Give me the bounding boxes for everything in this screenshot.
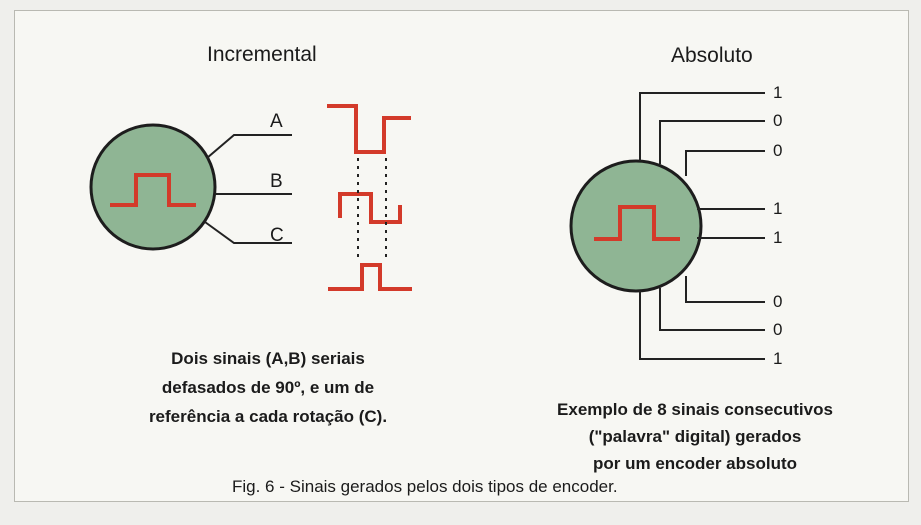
absolute-description-line: Exemplo de 8 sinais consecutivos [557, 400, 833, 419]
incremental-disc-pulse-icon [110, 173, 196, 207]
channel-a-label: A [270, 111, 283, 132]
channel-c-wire [204, 221, 292, 244]
absolute-description-line: ("palavra" digital) gerados [588, 427, 802, 446]
incremental-title: Incremental [207, 43, 317, 66]
absolute-description-line: por um encoder absoluto [592, 454, 798, 473]
absolute-bit-value: 1 [773, 228, 783, 247]
incremental-encoder-disc [89, 123, 217, 251]
absolute-encoder-disc [569, 159, 703, 293]
signal-b-waveform [338, 192, 402, 224]
signal-a-waveform [327, 104, 411, 154]
figure-caption: Fig. 6 - Sinais gerados pelos dois tipos… [232, 477, 618, 496]
absolute-title: Absoluto [671, 44, 753, 67]
signal-c-waveform [328, 263, 412, 291]
incremental-description-line: Dois sinais (A,B) seriais [171, 349, 365, 368]
absolute-bit-value: 0 [773, 141, 783, 160]
channel-a-wire [206, 134, 292, 159]
incremental-description-line: defasados de 90º, e um de [161, 378, 375, 397]
absolute-bit-wires [639, 92, 765, 360]
incremental-description-line: referência a cada rotação (C). [148, 407, 388, 426]
channel-c-label: C [270, 225, 284, 246]
absolute-bit-value: 1 [773, 199, 783, 218]
absolute-bit-value: 1 [773, 349, 783, 368]
absolute-disc-pulse-icon [594, 205, 680, 241]
absolute-bit-value: 1 [773, 83, 783, 102]
absolute-bit-value: 0 [773, 111, 783, 130]
channel-b-label: B [270, 171, 283, 192]
absolute-bit-value: 0 [773, 320, 783, 339]
absolute-description: Exemplo de 8 sinais consecutivos ("palav… [530, 396, 860, 477]
absolute-bit-value: 0 [773, 292, 783, 311]
incremental-description: Dois sinais (A,B) seriais defasados de 9… [118, 344, 418, 431]
